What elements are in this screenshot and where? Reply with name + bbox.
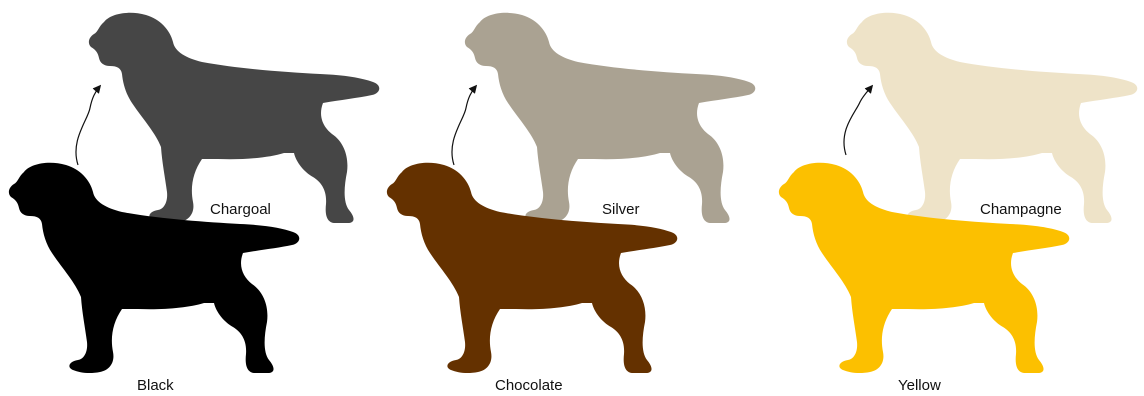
dilution-arrow — [76, 86, 100, 165]
base-dog-silhouette — [779, 163, 1069, 373]
base-dog-silhouette — [9, 163, 299, 373]
dilute-dog-silhouette — [465, 13, 755, 223]
dilution-arrow — [844, 86, 872, 155]
base-color-label: Yellow — [898, 377, 941, 394]
dog-group-1: Chargoal Black — [9, 13, 379, 394]
dog-group-3: Champagne Yellow — [779, 13, 1137, 394]
dilute-color-label: Champagne — [980, 201, 1062, 218]
dilute-color-label: Silver — [602, 201, 640, 218]
base-dog-silhouette — [387, 163, 677, 373]
dilute-color-label: Chargoal — [210, 201, 271, 218]
base-color-label: Chocolate — [495, 377, 563, 394]
base-color-label: Black — [137, 377, 174, 394]
dilute-dog-silhouette — [89, 13, 379, 223]
dilution-arrow — [452, 86, 476, 165]
dog-group-2: Silver Chocolate — [387, 13, 755, 394]
dilute-dog-silhouette — [847, 13, 1137, 223]
